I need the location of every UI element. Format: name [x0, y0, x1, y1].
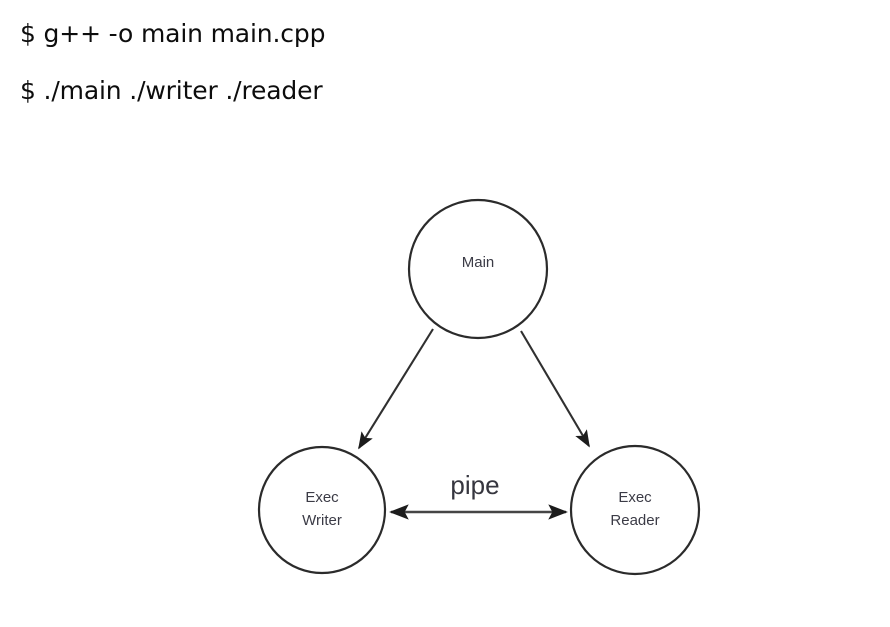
node-exec-reader-circle[interactable] [569, 444, 701, 576]
console-line-run: $ ./main ./writer ./reader [20, 76, 323, 105]
arrow-main-to-writer [358, 328, 434, 450]
node-main[interactable]: Main [407, 198, 549, 340]
edge-writer-reader-pipe: pipe [389, 470, 568, 520]
node-exec-writer-label-line2: Writer [302, 512, 342, 529]
node-exec-reader-label-line2: Reader [610, 512, 659, 529]
node-exec-writer-circle[interactable] [257, 445, 387, 575]
console-output: $ g++ -o main main.cpp $ ./main ./writer… [0, 0, 890, 105]
node-exec-writer-label-line1: Exec [305, 489, 339, 506]
edge-main-to-writer [358, 328, 434, 450]
arrow-main-to-reader [520, 330, 590, 448]
node-main-circle[interactable] [407, 198, 549, 340]
node-exec-reader[interactable]: Exec Reader [569, 444, 701, 576]
node-exec-writer[interactable]: Exec Writer [257, 445, 387, 575]
edge-label-pipe: pipe [450, 470, 499, 500]
edge-main-to-reader [520, 330, 590, 448]
node-main-label: Main [462, 254, 495, 271]
console-line-compile: $ g++ -o main main.cpp [20, 19, 326, 48]
node-exec-reader-label-line1: Exec [618, 489, 652, 506]
